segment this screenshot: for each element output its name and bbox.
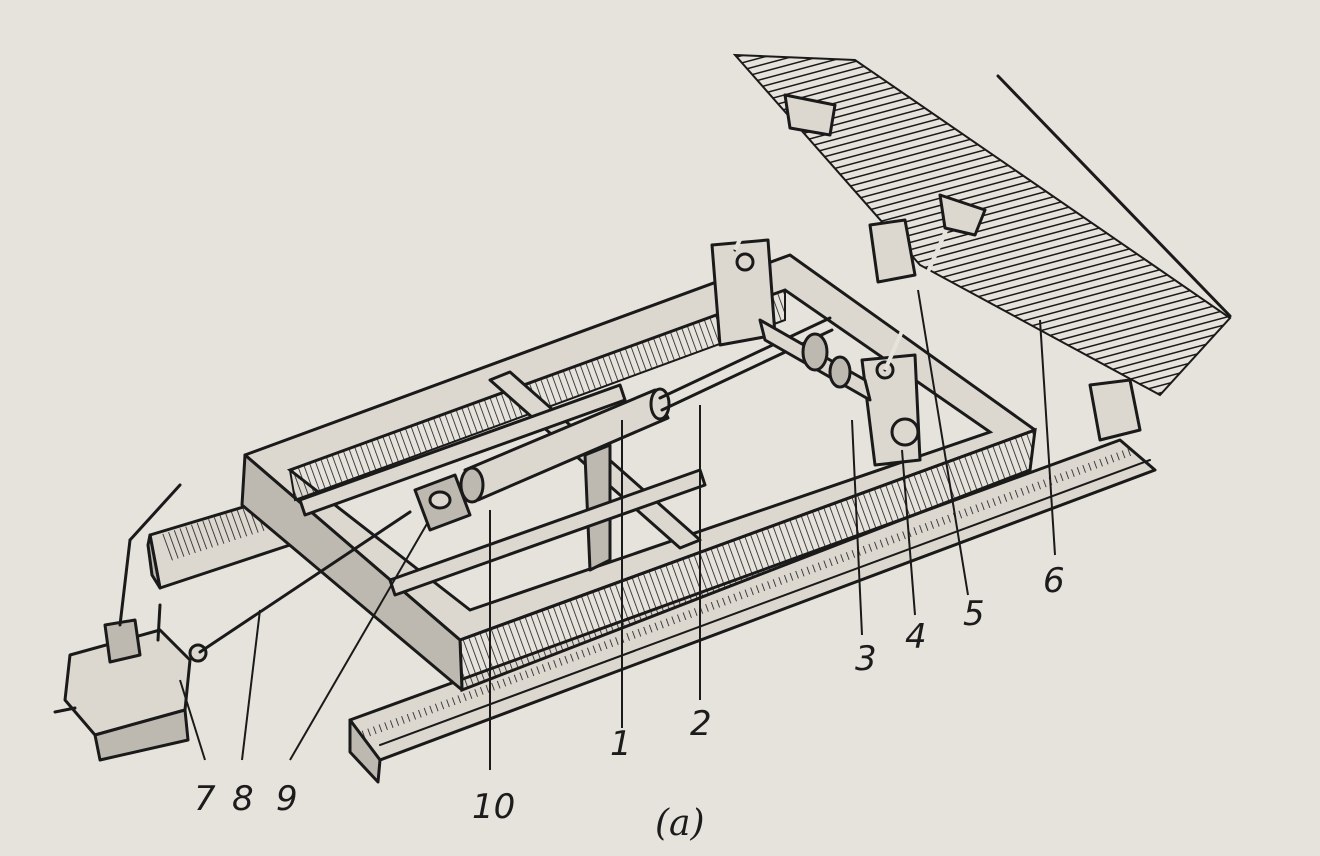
callout-6: 6 xyxy=(1043,561,1065,601)
figure-caption: (a) xyxy=(655,803,705,844)
rod-clamp xyxy=(413,473,472,532)
callout-7: 7 xyxy=(194,779,216,819)
crossbar xyxy=(758,318,872,402)
link-rod xyxy=(198,510,412,654)
callout-10: 10 xyxy=(472,787,515,827)
callout-5: 5 xyxy=(963,594,985,634)
control-valve xyxy=(53,483,208,762)
callout-4: 4 xyxy=(905,617,927,657)
callout-9: 9 xyxy=(276,779,298,819)
hydraulic-cylinder xyxy=(459,316,834,504)
leader-lines xyxy=(179,289,1056,770)
callout-2: 2 xyxy=(690,704,712,744)
callout-1: 1 xyxy=(610,724,632,764)
callout-8: 8 xyxy=(232,779,254,819)
callout-3: 3 xyxy=(855,639,877,679)
